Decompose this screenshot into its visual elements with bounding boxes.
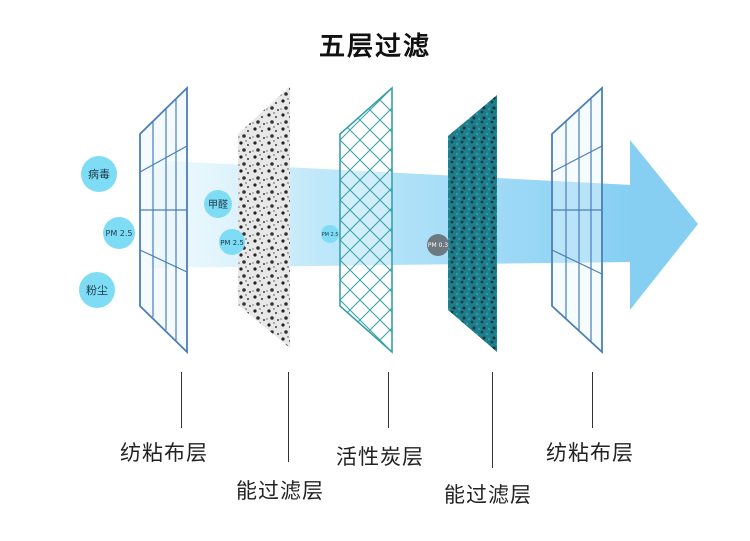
layer-label-4: 能过滤层	[444, 483, 532, 507]
leader-line-1	[181, 372, 182, 428]
layer-label-3: 活性炭层	[336, 445, 424, 469]
particle-pm25-small: PM 2.5	[321, 225, 339, 243]
svg-text:PM 2.5: PM 2.5	[106, 229, 133, 238]
svg-text:PM 0.3: PM 0.3	[428, 242, 448, 249]
svg-text:病毒: 病毒	[88, 167, 110, 181]
layer-label-2: 能过滤层	[236, 479, 324, 503]
spunbond-layer-left	[139, 85, 188, 355]
particle-formaldehyde: 甲醛	[204, 190, 232, 218]
layer-label-1: 纺粘布层	[120, 441, 208, 465]
particle-pm25-left: PM 2.5	[103, 217, 135, 249]
leader-line-3	[388, 372, 389, 428]
airflow-arrow-head	[630, 140, 698, 310]
svg-text:甲醛: 甲醛	[208, 198, 228, 211]
svg-text:PM 2.5: PM 2.5	[220, 239, 244, 247]
carbon-layer	[339, 86, 393, 354]
particle-pm25-mid: PM 2.5	[219, 229, 245, 255]
svg-text:粉尘: 粉尘	[86, 284, 108, 297]
spunbond-layer-right	[551, 85, 603, 355]
particle-dust: 粉尘	[79, 272, 115, 308]
layer-label-5: 纺粘布层	[546, 441, 634, 465]
filter-layer-2	[238, 86, 290, 348]
diagram-title: 五层过滤	[318, 32, 431, 62]
leader-line-4	[492, 372, 493, 468]
leader-line-5	[592, 372, 593, 428]
svg-text:PM 2.5: PM 2.5	[322, 232, 339, 238]
particle-pm03: PM 0.3	[427, 234, 449, 256]
filter-layer-4	[448, 95, 497, 352]
leader-line-2	[288, 372, 289, 462]
particle-virus: 病毒	[81, 156, 117, 192]
